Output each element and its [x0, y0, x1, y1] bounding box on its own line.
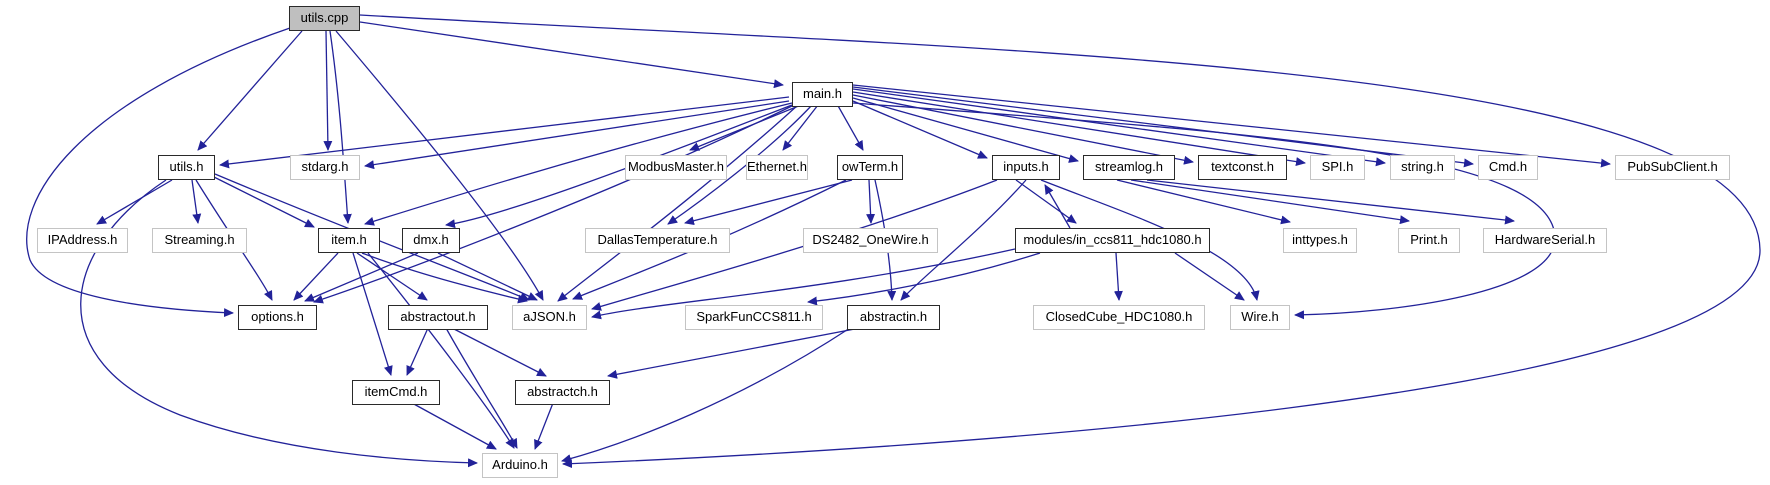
node-options-h[interactable]: options.h	[238, 305, 317, 330]
node-hardwareserial-h: HardwareSerial.h	[1483, 228, 1607, 253]
node-ethernet-h: Ethernet.h	[746, 155, 808, 180]
node-modbusmaster-h: ModbusMaster.h	[625, 155, 727, 180]
node-textconst-h[interactable]: textconst.h	[1198, 155, 1287, 180]
node-abstractout-h[interactable]: abstractout.h	[388, 305, 488, 330]
node-ds2482-onewire-h: DS2482_OneWire.h	[803, 228, 938, 253]
node-abstractch-h[interactable]: abstractch.h	[515, 380, 610, 405]
node-ajson-h: aJSON.h	[512, 305, 587, 330]
node-spi-h: SPI.h	[1310, 155, 1365, 180]
node-stdarg-h: stdarg.h	[290, 155, 360, 180]
node-item-h[interactable]: item.h	[318, 228, 380, 253]
node-cmd-h: Cmd.h	[1478, 155, 1538, 180]
node-abstractin-h[interactable]: abstractin.h	[847, 305, 940, 330]
node-pubsubclient-h: PubSubClient.h	[1615, 155, 1730, 180]
node-string-h: string.h	[1390, 155, 1455, 180]
node-main-h[interactable]: main.h	[792, 82, 853, 107]
node-sparkfunccs811-h: SparkFunCCS811.h	[685, 305, 823, 330]
node-owterm-h[interactable]: owTerm.h	[837, 155, 903, 180]
node-arduino-h: Arduino.h	[482, 453, 558, 478]
node-utils-cpp: utils.cpp	[289, 6, 360, 31]
node-modules-in-ccs811-hdc1080-h[interactable]: modules/in_ccs811_hdc1080.h	[1015, 228, 1210, 253]
node-inputs-h[interactable]: inputs.h	[992, 155, 1060, 180]
node-streaming-h: Streaming.h	[152, 228, 247, 253]
node-print-h: Print.h	[1398, 228, 1460, 253]
node-wire-h: Wire.h	[1230, 305, 1290, 330]
node-dallastemperature-h: DallasTemperature.h	[585, 228, 730, 253]
node-inttypes-h: inttypes.h	[1283, 228, 1357, 253]
node-closedcube-hdc1080-h: ClosedCube_HDC1080.h	[1033, 305, 1205, 330]
node-streamlog-h[interactable]: streamlog.h	[1083, 155, 1175, 180]
node-utils-h[interactable]: utils.h	[158, 155, 215, 180]
node-itemcmd-h[interactable]: itemCmd.h	[352, 380, 440, 405]
node-dmx-h[interactable]: dmx.h	[402, 228, 460, 253]
node-ipaddress-h: IPAddress.h	[37, 228, 128, 253]
